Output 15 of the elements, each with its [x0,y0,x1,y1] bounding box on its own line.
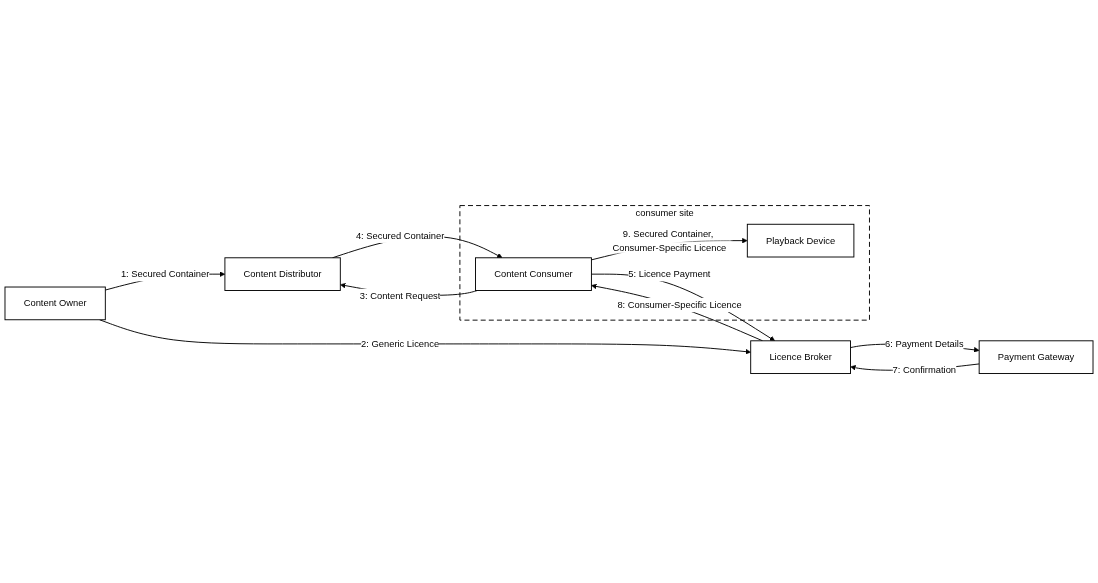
node-box: Content Consumer [475,257,592,291]
node-box: Payment Gateway [978,340,1094,374]
edge-label: 8: Consumer-Specific Licence [617,299,742,310]
edge-label: 3: Content Request [359,289,441,301]
edge-label: 2: Generic Licence [361,338,440,349]
edge-label: 4: Secured Container [355,229,445,241]
node-box: Content Owner [4,286,106,321]
node-box: Content Distributor [224,257,341,291]
edge-label: 7: Confirmation [892,364,957,376]
edge-label: 1: Secured Container [120,268,210,279]
node-box: Playback Device [746,223,855,258]
node-box: Licence Broker [750,340,851,374]
edge-label: 6: Payment Details [885,338,964,349]
edge-label: 5: Licence Payment [628,268,711,279]
edge-label: 9. Secured Container, Consumer-Specific Licence [612,227,727,253]
